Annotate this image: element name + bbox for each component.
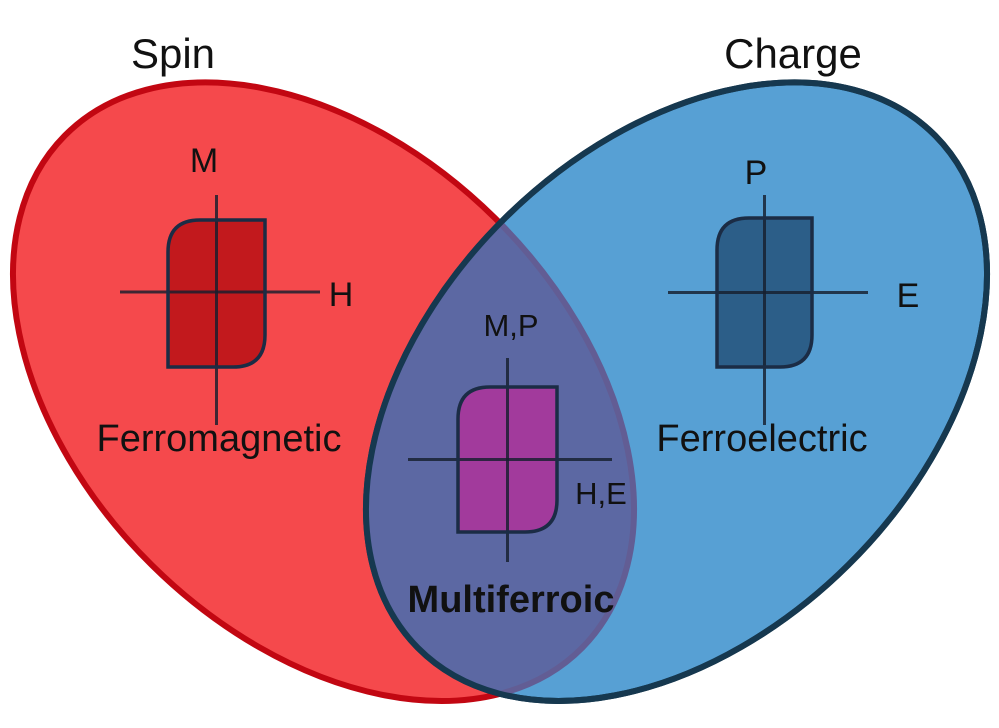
charge-ellipse-border-top — [363, 79, 990, 704]
ferroelectric-label: Ferroelectric — [656, 418, 867, 460]
charge-title: Charge — [724, 30, 862, 77]
ferromagnetic-label: Ferromagnetic — [97, 418, 342, 460]
ferromagnetic-x-axis-label: H — [329, 276, 354, 314]
multiferroic-x-axis-label: H,E — [575, 476, 627, 511]
ferroelectric-loop-outline — [715, 216, 814, 369]
ferromagnetic-hysteresis-loop: M H — [120, 142, 353, 425]
multiferroic-y-axis-label: M,P — [483, 308, 538, 343]
multiferroic-hysteresis-loop: M,P H,E — [408, 308, 627, 562]
multiferroic-loop-outline — [456, 385, 559, 534]
ferromagnetic-loop-outline — [166, 218, 267, 369]
multiferroic-label: Multiferroic — [408, 579, 615, 621]
ferroelectric-y-axis-label: P — [745, 154, 768, 192]
spin-title: Spin — [131, 30, 215, 77]
ferromagnetic-y-axis-label: M — [190, 142, 218, 180]
ferroelectric-hysteresis-loop: P E — [668, 154, 919, 425]
ferroelectric-x-axis-label: E — [897, 277, 920, 315]
